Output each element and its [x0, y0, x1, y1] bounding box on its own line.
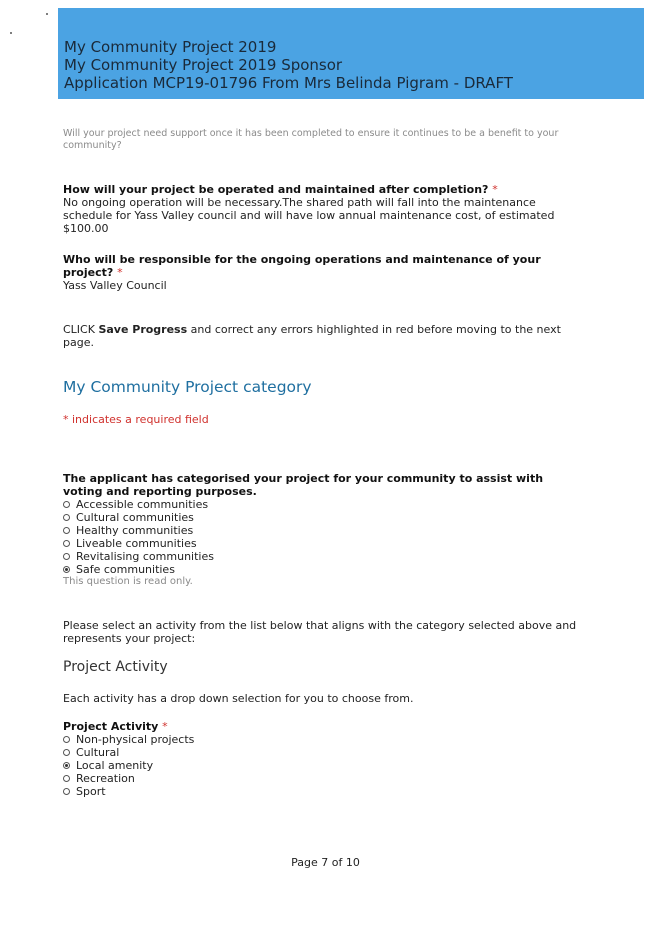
category-option-label: Accessible communities — [76, 498, 209, 511]
category-option-label: Healthy communities — [76, 524, 194, 537]
maintenance-question: How will your project be operated and ma… — [63, 183, 583, 196]
required-mark: * — [162, 720, 168, 733]
maintenance-block: How will your project be operated and ma… — [63, 183, 583, 235]
required-field-note: * indicates a required field — [63, 413, 209, 426]
category-option-label: Revitalising communities — [76, 550, 214, 563]
required-mark: * — [117, 266, 123, 279]
radio-unselected-icon[interactable] — [63, 553, 70, 560]
activity-option-label: Cultural — [76, 746, 120, 759]
required-mark: * — [492, 183, 498, 196]
category-option-label: Safe communities — [76, 563, 175, 576]
radio-selected-icon[interactable] — [63, 566, 70, 573]
category-option[interactable]: Liveable communities — [63, 537, 583, 550]
radio-unselected-icon[interactable] — [63, 736, 70, 743]
radio-unselected-icon[interactable] — [63, 527, 70, 534]
activity-intro: Please select an activity from the list … — [63, 619, 577, 645]
radio-unselected-icon[interactable] — [63, 501, 70, 508]
activity-option-label: Local amenity — [76, 759, 154, 772]
responsibility-question-text: Who will be responsible for the ongoing … — [63, 253, 541, 279]
category-section-title: My Community Project category — [63, 378, 312, 396]
category-option-label: Liveable communities — [76, 537, 197, 550]
category-option[interactable]: Safe communities — [63, 563, 583, 576]
maintenance-question-text: How will your project be operated and ma… — [63, 183, 489, 196]
page-number: Page 7 of 10 — [291, 856, 360, 869]
save-instruction-prefix: CLICK — [63, 323, 99, 336]
category-block: The applicant has categorised your proje… — [63, 472, 583, 588]
scan-speck — [10, 32, 12, 34]
category-question: The applicant has categorised your proje… — [63, 472, 544, 498]
activity-option[interactable]: Local amenity — [63, 759, 583, 772]
header-sponsor-title: My Community Project 2019 Sponsor — [64, 56, 343, 74]
readonly-note: This question is read only. — [63, 576, 193, 587]
category-option[interactable]: Cultural communities — [63, 511, 583, 524]
radio-unselected-icon[interactable] — [63, 775, 70, 782]
header-application-id: Application MCP19-01796 From Mrs Belinda… — [64, 74, 513, 92]
activity-option[interactable]: Sport — [63, 785, 583, 798]
activity-option[interactable]: Non-physical projects — [63, 733, 583, 746]
activity-label: Project Activity * — [63, 720, 583, 733]
activity-option[interactable]: Cultural — [63, 746, 583, 759]
header-program-title: My Community Project 2019 — [64, 38, 277, 56]
activity-option-label: Sport — [76, 785, 106, 798]
responsibility-question: Who will be responsible for the ongoing … — [63, 253, 583, 279]
activity-description: Each activity has a drop down selection … — [63, 692, 414, 705]
activity-section-title: Project Activity — [63, 659, 168, 675]
activity-option-label: Non-physical projects — [76, 733, 195, 746]
activity-label-text: Project Activity — [63, 720, 159, 733]
activity-option-label: Recreation — [76, 772, 135, 785]
radio-selected-icon[interactable] — [63, 762, 70, 769]
maintenance-answer: No ongoing operation will be necessary.T… — [63, 196, 555, 235]
radio-unselected-icon[interactable] — [63, 514, 70, 521]
scan-speck — [46, 13, 48, 15]
save-instruction: CLICK Save Progress and correct any erro… — [63, 323, 583, 349]
activity-block: Project Activity * Non-physical projects… — [63, 720, 583, 798]
category-option[interactable]: Revitalising communities — [63, 550, 583, 563]
responsibility-answer: Yass Valley Council — [63, 279, 167, 292]
activity-option[interactable]: Recreation — [63, 772, 583, 785]
document-header: My Community Project 2019 My Community P… — [58, 8, 644, 99]
category-option-label: Cultural communities — [76, 511, 194, 524]
responsibility-block: Who will be responsible for the ongoing … — [63, 253, 583, 292]
radio-unselected-icon[interactable] — [63, 540, 70, 547]
category-option[interactable]: Accessible communities — [63, 498, 583, 511]
radio-unselected-icon[interactable] — [63, 788, 70, 795]
radio-unselected-icon[interactable] — [63, 749, 70, 756]
support-question: Will your project need support once it h… — [63, 128, 559, 151]
save-progress-text: Save Progress — [98, 323, 188, 336]
category-option[interactable]: Healthy communities — [63, 524, 583, 537]
save-instruction-suffix: and correct any errors highlighted in re… — [63, 323, 561, 349]
